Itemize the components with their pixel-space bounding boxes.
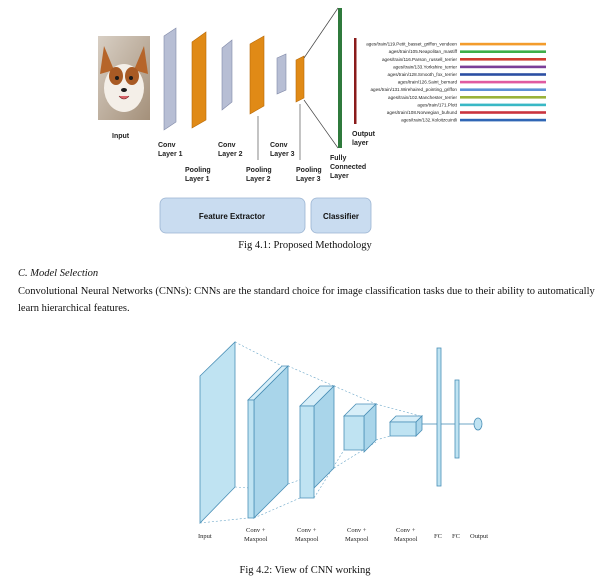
legend-bar xyxy=(460,111,546,114)
feature-extractor-label: Feature Extractor xyxy=(199,212,265,221)
cnn-conv-maxpool-block-2 xyxy=(299,385,335,499)
label-conv3-b: Layer 3 xyxy=(270,151,295,158)
legend-bar xyxy=(460,50,546,53)
legend-bar xyxy=(460,42,546,46)
legend-bar xyxy=(460,118,546,122)
legend-label: ages/train/119.Petit_basset_griffon_vend… xyxy=(366,42,457,47)
legend-bar xyxy=(460,103,546,107)
label-pool1-b: Layer 1 xyxy=(185,176,210,183)
fc-connector-bottom xyxy=(303,99,339,149)
figure-cnn-working: .face { fill:#bfe3f2; stroke:#4a8fb6; st… xyxy=(198,341,488,543)
label-cnn-output: Output xyxy=(470,533,488,540)
input-dog-image xyxy=(98,36,150,120)
figure-2-caption: Fig 4.2: View of CNN working xyxy=(239,565,371,576)
cnn-fc-layer-1 xyxy=(436,347,442,487)
legend-label: ages/train/132.Xoloitzcuintli xyxy=(401,118,457,123)
figure-1-caption: Fig 4.1: Proposed Methodology xyxy=(238,240,372,251)
label-pool2-b: Layer 2 xyxy=(246,176,271,183)
label-block1-b: Maxpool xyxy=(244,536,268,543)
legend-bar xyxy=(460,80,546,84)
conv-layer-3-block xyxy=(276,53,287,95)
classifier-label: Classifier xyxy=(323,212,359,221)
label-fc1: FC xyxy=(434,533,442,540)
label-pool1-a: Pooling xyxy=(185,167,211,174)
legend-label: ages/train/128.Smooth_fox_terrier xyxy=(388,72,458,77)
label-pool3-a: Pooling xyxy=(296,167,322,174)
label-conv2-a: Conv xyxy=(218,142,236,149)
label-input: Input xyxy=(112,133,130,140)
label-output-b: layer xyxy=(352,140,369,147)
conv-layer-1-block xyxy=(163,27,177,131)
cnn-fc-layer-2 xyxy=(454,379,460,459)
label-fc-a: Fully xyxy=(330,155,346,162)
label-block1-a: Conv + xyxy=(246,527,266,534)
legend-label: ages/train/102.Manchester_terrier xyxy=(388,95,457,100)
label-conv2-b: Layer 2 xyxy=(218,151,243,158)
legend-bar xyxy=(460,58,546,61)
legend-label: ages/train/108.Norwegian_buhund xyxy=(387,110,458,115)
feature-extractor-box xyxy=(159,197,306,234)
section-heading: C. Model Selection xyxy=(18,268,99,279)
legend-label: ages/train/105.Neapolitan_mastiff xyxy=(389,49,458,54)
classifier-box xyxy=(310,197,372,234)
label-fc-c: Layer xyxy=(330,173,349,180)
output-layer-block xyxy=(354,38,357,124)
legend-bar xyxy=(460,65,546,69)
legend-bar xyxy=(460,73,546,76)
label-conv1-a: Conv xyxy=(158,142,176,149)
legend-label: ages/train/133.Yorkshire_terrier xyxy=(393,64,457,69)
label-block2-a: Conv + xyxy=(297,527,317,534)
cnn-conv-maxpool-block-4 xyxy=(389,415,423,437)
label-block4-a: Conv + xyxy=(396,527,416,534)
label-block3-b: Maxpool xyxy=(345,536,369,543)
label-block4-b: Maxpool xyxy=(394,536,418,543)
section-paragraph: Convolutional Neural Networks (CNNs): CN… xyxy=(18,286,595,314)
legend-label: ages/train/126.Saint_bernard xyxy=(398,80,458,85)
class-legend: ages/train/119.Petit_basset_griffon_vend… xyxy=(366,42,546,123)
fully-connected-layer-block xyxy=(338,8,342,148)
label-output-a: Output xyxy=(352,131,376,138)
label-block3-a: Conv + xyxy=(347,527,367,534)
fc-connector-top xyxy=(303,7,339,59)
conv-layer-2-block xyxy=(221,39,233,111)
label-cnn-input: Input xyxy=(198,533,212,540)
label-pool3-b: Layer 3 xyxy=(296,176,321,183)
figure-proposed-methodology: Input Conv Layer 1 Pooling Layer 1 Conv … xyxy=(98,7,546,234)
label-block2-b: Maxpool xyxy=(295,536,319,543)
cnn-input-layer xyxy=(199,341,236,524)
pooling-layer-2-block xyxy=(249,35,265,115)
label-conv1-b: Layer 1 xyxy=(158,151,183,158)
label-fc2: FC xyxy=(452,533,460,540)
legend-label: ages/train/171.Plott xyxy=(417,102,457,107)
cnn-conv-maxpool-block-1 xyxy=(247,365,289,519)
pooling-layer-1-block xyxy=(191,31,207,129)
cnn-output-node xyxy=(473,417,483,431)
legend-label: ages/train/116.Parson_russell_terrier xyxy=(382,57,457,62)
label-conv3-a: Conv xyxy=(270,142,288,149)
label-fc-b: Connected xyxy=(330,164,366,171)
legend-bar xyxy=(460,96,546,99)
legend-bar xyxy=(460,88,546,91)
cnn-conv-maxpool-block-3 xyxy=(343,403,377,453)
pooling-layer-3-block xyxy=(295,55,305,103)
legend-label: ages/train/131.Wirehaired_pointing_griff… xyxy=(371,87,458,92)
label-pool2-a: Pooling xyxy=(246,167,272,174)
